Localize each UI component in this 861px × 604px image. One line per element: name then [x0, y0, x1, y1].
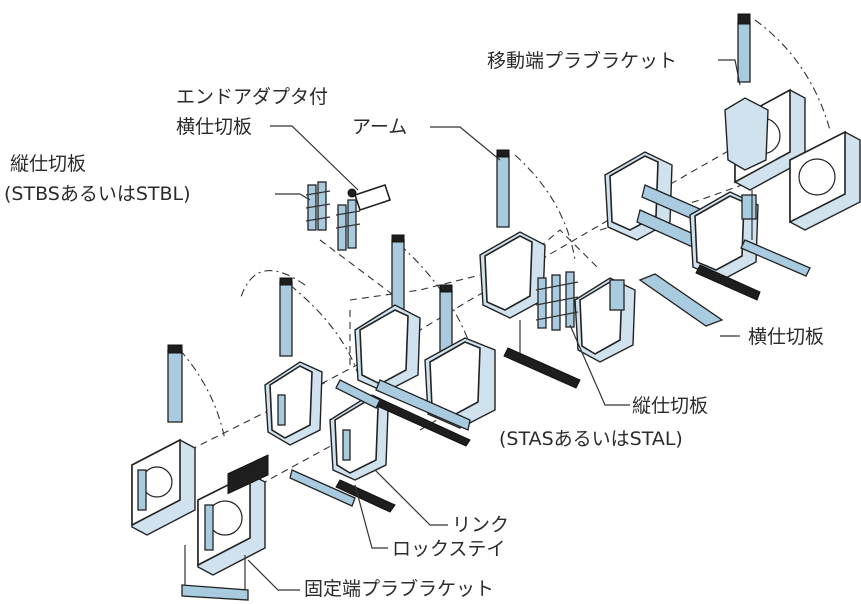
- link-label: リンク: [452, 514, 510, 536]
- assembly-arcs: [179, 19, 831, 441]
- end-adapter-label-line2: 横仕切板: [176, 116, 253, 138]
- end-adapter-label-line1: エンドアダプタ付: [176, 86, 329, 108]
- link-group-4: [604, 151, 811, 301]
- fixed-end-bracket-assembly: [131, 344, 269, 601]
- lock-stay-label: ロックステイ: [392, 538, 506, 560]
- link-group-3: [479, 149, 636, 389]
- link-group-2: [335, 234, 496, 447]
- horizontal-divider-label: 横仕切板: [748, 326, 825, 348]
- horizontal-divider-part: [638, 273, 724, 327]
- vertical-divider-mid-label-line2: (STASあるいはSTAL): [499, 428, 683, 450]
- vertical-divider-stas: [535, 271, 579, 331]
- moving-end-bracket-label: 移動端プラブラケット: [487, 50, 678, 72]
- vertical-divider-stbs: [305, 181, 331, 231]
- vertical-divider-mid-label-line1: 縦仕切板: [632, 395, 709, 417]
- moving-end-bracket-assembly: [724, 13, 861, 240]
- vertical-divider-top-label-line2: (STBSあるいはSTBL): [4, 183, 191, 205]
- arm-label: アーム: [352, 116, 408, 138]
- vertical-divider-top-label-line1: 縦仕切板: [10, 153, 87, 175]
- fixed-end-bracket-label: 固定端プラブラケット: [304, 578, 495, 600]
- end-adapter-divider-part: [335, 183, 392, 251]
- link-group-1: [264, 277, 396, 513]
- label-leaders: [247, 59, 741, 591]
